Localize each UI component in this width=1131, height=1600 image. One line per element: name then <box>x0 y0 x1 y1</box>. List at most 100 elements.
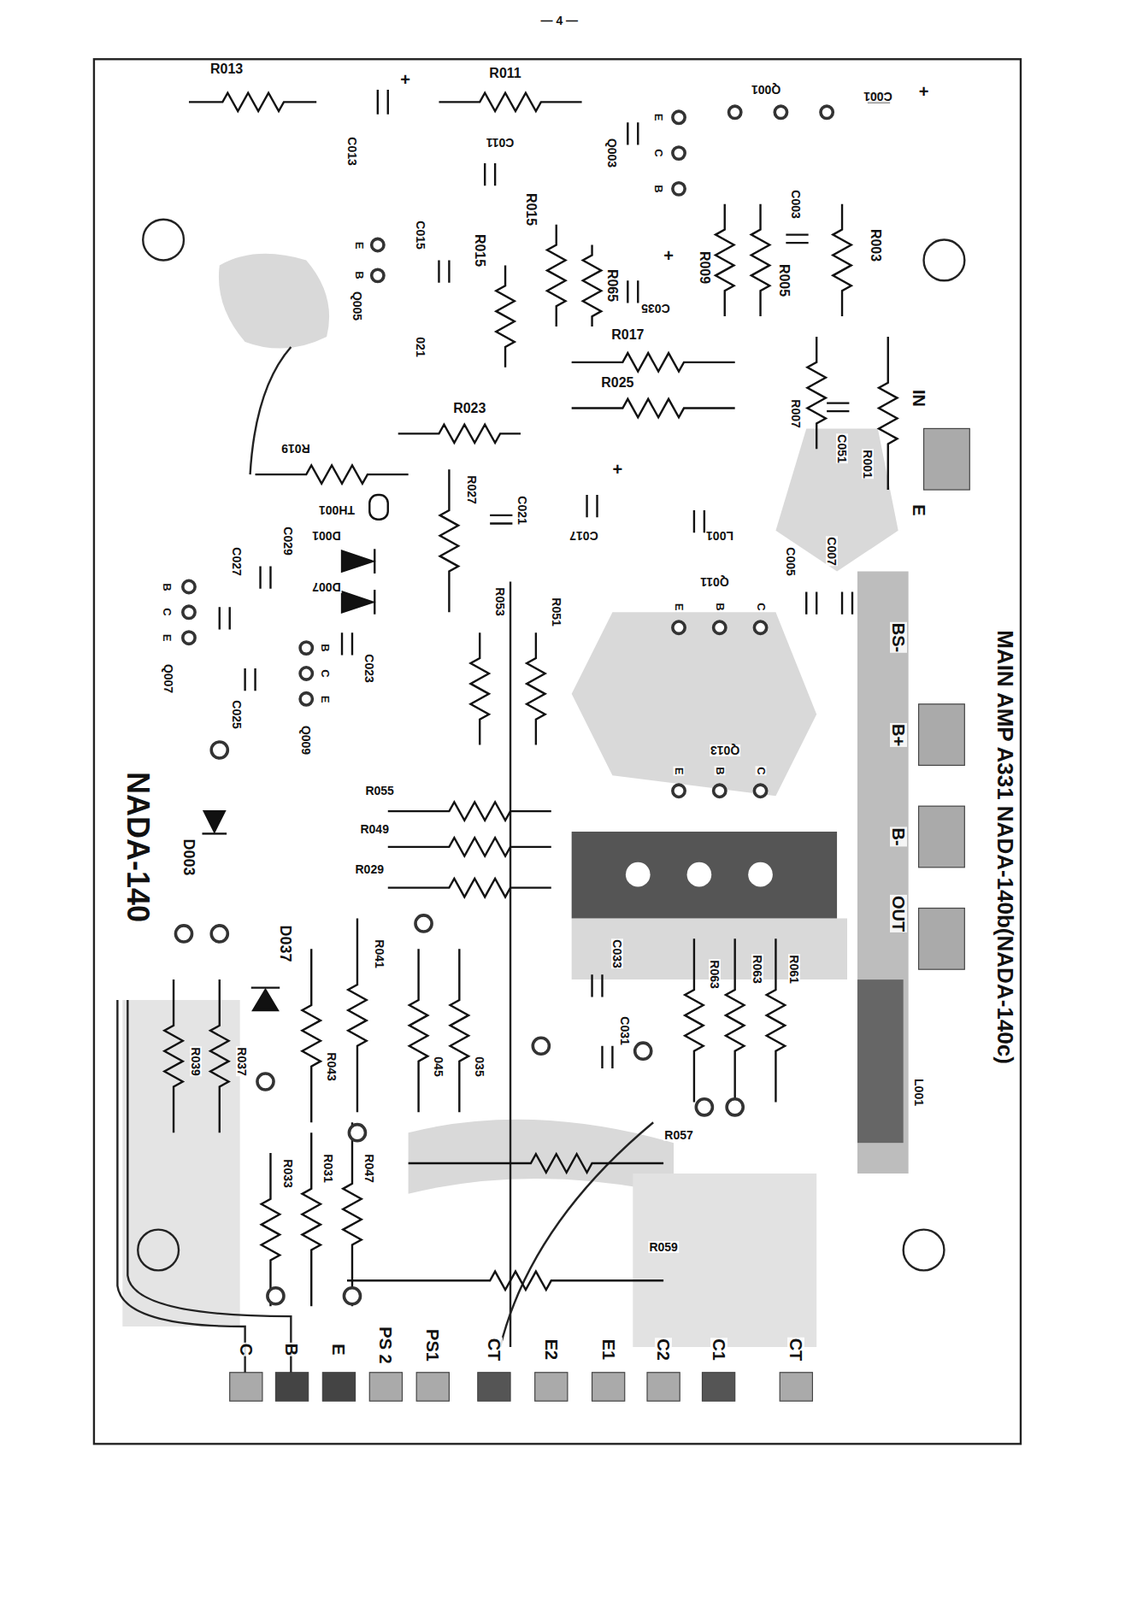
pin-label: C <box>653 147 665 158</box>
terminal-label: PS 2 <box>377 1325 395 1365</box>
part-label: C001 <box>862 90 893 103</box>
part-label: R025 <box>600 376 635 390</box>
terminal-label: E <box>910 503 928 517</box>
part-label: R013 <box>209 62 244 77</box>
terminal-label: OUT <box>889 895 908 933</box>
part-label: D037 <box>277 924 294 964</box>
part-label: R017 <box>610 328 645 342</box>
part-label: 035 <box>473 1055 486 1078</box>
part-label: R057 <box>663 1129 694 1142</box>
part-label: C025 <box>230 699 243 730</box>
part-label: R007 <box>789 398 802 429</box>
part-label: R015 <box>524 192 538 227</box>
part-label: R049 <box>359 823 389 836</box>
terminal-label: B <box>282 1342 301 1356</box>
board-title: MAIN AMP A331 NADA-140b(NADA-140c) <box>994 629 1017 1066</box>
part-label: R065 <box>605 268 619 303</box>
part-label: R019 <box>281 442 312 455</box>
part-label: C033 <box>611 939 624 970</box>
part-label: D007 <box>311 581 342 594</box>
solder-pads <box>175 106 833 1305</box>
part-label: R063 <box>751 954 764 985</box>
part-label: Q005 <box>351 290 364 322</box>
pin-label: C <box>754 602 766 613</box>
part-label: R039 <box>189 1046 202 1077</box>
pin-label: E <box>673 602 685 613</box>
part-label: Q011 <box>699 576 730 589</box>
polarity-mark: + <box>399 70 412 89</box>
part-label: C051 <box>836 434 849 465</box>
part-label: R001 <box>861 449 874 480</box>
part-label: R009 <box>697 250 712 285</box>
polarity-mark: + <box>918 82 931 101</box>
polarity-mark: + <box>612 460 625 478</box>
part-label: C017 <box>568 530 599 542</box>
polarity-mark: + <box>662 247 675 265</box>
part-label: L001 <box>913 1077 925 1108</box>
terminal-label: E2 <box>542 1337 560 1361</box>
board-name: NADA-140 <box>122 771 154 924</box>
hole <box>748 862 773 888</box>
part-label: R037 <box>235 1046 248 1077</box>
pin-label: E <box>318 695 330 705</box>
part-label: Q007 <box>162 663 175 695</box>
pin-label: E <box>673 765 685 776</box>
terminal-pads <box>229 428 971 1402</box>
pin-label: E <box>653 112 665 123</box>
part-label: C035 <box>640 302 671 315</box>
capacitor-symbols <box>219 89 890 1069</box>
part-label: C021 <box>516 494 529 525</box>
heatsink-area <box>571 831 837 919</box>
part-label: D003 <box>181 837 197 877</box>
part-label: R043 <box>325 1051 338 1082</box>
terminal-label: E <box>329 1343 348 1356</box>
part-label: TH001 <box>318 504 356 517</box>
part-label: C007 <box>825 536 838 566</box>
page-number: — 4 — <box>540 14 580 27</box>
part-label: R031 <box>322 1153 335 1184</box>
part-label: Q001 <box>749 83 781 96</box>
part-label: R005 <box>777 263 791 298</box>
terminal-label: C2 <box>654 1337 672 1362</box>
part-label: R059 <box>647 1241 678 1254</box>
part-label: D001 <box>311 530 342 542</box>
pin-label: B <box>713 765 725 776</box>
part-label: C027 <box>230 546 243 577</box>
part-label: Q013 <box>709 744 741 757</box>
pin-label: B <box>353 270 366 281</box>
pin-label: E <box>160 633 172 643</box>
diode-symbols <box>201 548 375 1011</box>
mounting-holes <box>137 219 965 1272</box>
terminal-label: IN <box>910 388 928 408</box>
part-label: R027 <box>465 474 478 505</box>
terminal-label: CT <box>485 1337 503 1362</box>
part-label: R015 <box>472 232 487 267</box>
part-label: C011 <box>485 136 516 149</box>
part-label: Q003 <box>606 137 619 169</box>
hole <box>625 862 651 888</box>
part-label: R023 <box>452 401 487 416</box>
part-label: R063 <box>708 960 721 990</box>
part-label: C029 <box>282 525 295 556</box>
part-label: C023 <box>363 653 376 684</box>
pin-label: B <box>318 643 330 654</box>
part-label: 021 <box>414 335 427 358</box>
part-label: C005 <box>784 546 797 577</box>
board-outline <box>94 58 1021 1444</box>
terminal-label: B- <box>889 827 908 848</box>
part-label: C003 <box>789 188 802 219</box>
part-label: C031 <box>618 1015 631 1046</box>
terminal-label: E1 <box>600 1337 618 1361</box>
wires <box>117 347 654 1373</box>
output-trace <box>857 979 904 1143</box>
pin-label: C <box>318 668 330 678</box>
pin-label: C <box>754 765 766 776</box>
thermistor-symbol <box>369 494 388 520</box>
hole <box>687 862 713 888</box>
part-label: R029 <box>354 863 385 876</box>
part-label: C015 <box>414 219 427 250</box>
pin-label: B <box>653 183 665 194</box>
part-label: R053 <box>494 587 507 618</box>
terminal-label: C <box>237 1342 255 1356</box>
